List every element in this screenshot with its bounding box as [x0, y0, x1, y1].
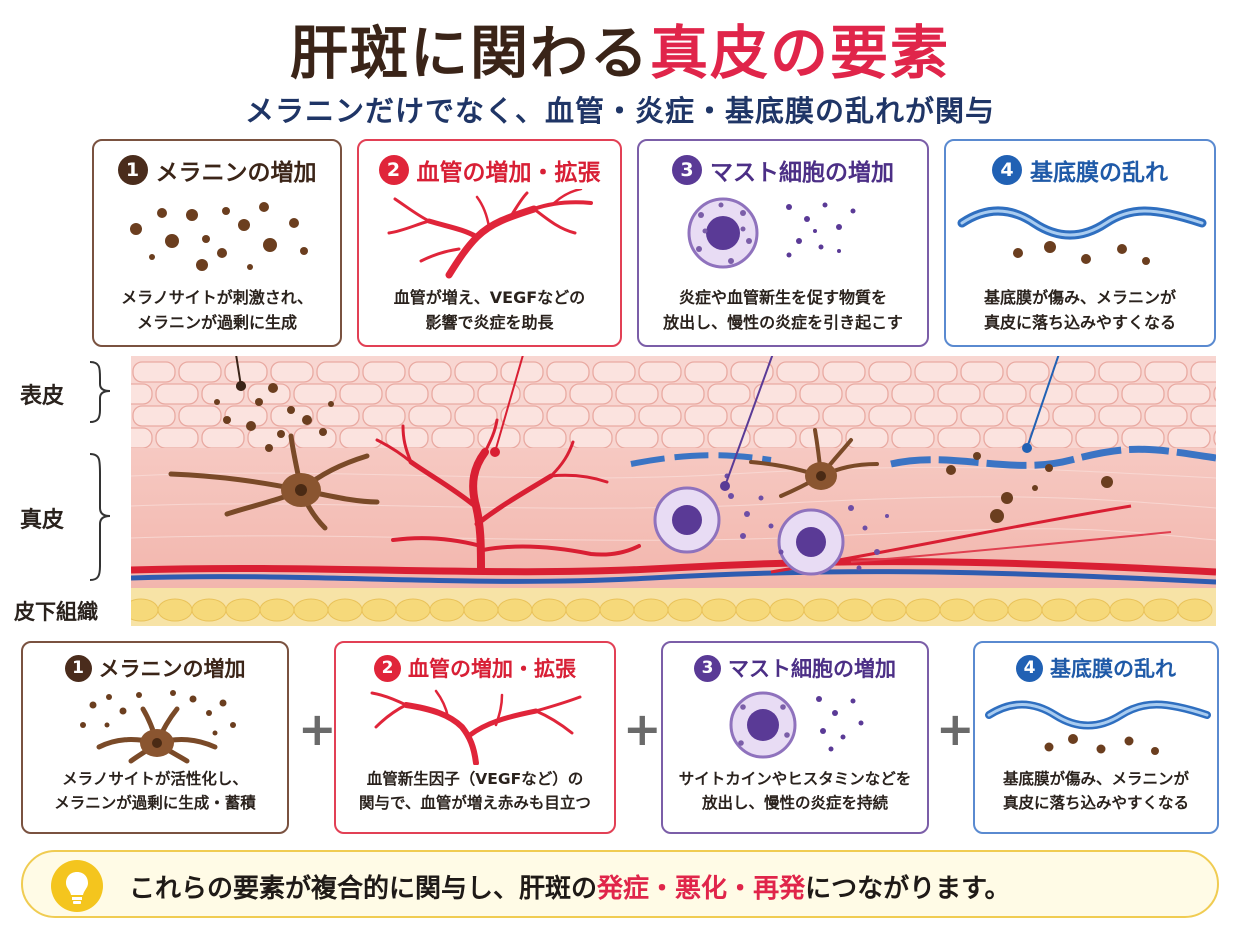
melanin-granules-icon [130, 202, 308, 271]
blood-vessel-icon [387, 189, 593, 279]
lightbulb-icon [51, 860, 103, 912]
number-badge: 1 [117, 155, 148, 185]
top-card-mast-desc: 炎症や血管新生を促す物質を放出し、慢性の炎症を引き起こす [663, 288, 903, 332]
top-card-membrane-desc: 基底膜が傷み、メラニンが真皮に落ち込みやすくなる [983, 288, 1176, 332]
mast-cell-2 [777, 508, 845, 576]
number-badge: 1 [64, 654, 92, 682]
blood-vessel-icon [370, 689, 582, 765]
melanocyte-cell [168, 433, 380, 531]
number-badge: 4 [992, 155, 1022, 185]
plus-sign: + [623, 702, 662, 756]
number-badge: 2 [374, 654, 401, 682]
title-part-red: 真皮の要素 [650, 19, 951, 87]
page-subtitle: メラニンだけでなく、血管・炎症・基底膜の乱れが関与 [244, 94, 995, 128]
title-part-dark: 肝斑に関わる [289, 19, 650, 87]
basement-membrane-icon [985, 700, 1211, 755]
summary-text: これらの要素が複合的に関与し、肝斑の発症・悪化・再発につながります。 [129, 874, 1011, 904]
bottom-card-melanin-desc: メラノサイトが活性化し、メラニンが過剰に生成・蓄積 [54, 770, 256, 812]
melanocyte-cell-right [749, 428, 879, 498]
bottom-card-vessel-desc: 血管新生因子（VEGFなど）の関与で、血管が増え赤みも目立つ [359, 770, 591, 812]
layer-label-dermis: 真皮 [20, 508, 65, 533]
layer-label-epidermis: 表皮 [20, 384, 65, 409]
basement-membrane-icon [957, 206, 1207, 265]
skin-cross-section [131, 356, 1216, 626]
layer-brackets [89, 361, 111, 581]
summary-banner: これらの要素が複合的に関与し、肝斑の発症・悪化・再発につながります。 [21, 850, 1219, 918]
page-title: 肝斑に関わる真皮の要素 [0, 6, 1240, 90]
number-badge: 4 [1016, 654, 1043, 682]
number-badge: 3 [672, 155, 702, 185]
number-badge: 3 [694, 654, 721, 682]
mast-cell-1 [653, 486, 721, 554]
layer-label-subcutis: 皮下組織 [14, 600, 98, 624]
number-badge: 2 [378, 155, 409, 185]
mast-cell-icon [729, 691, 864, 759]
deep-artery [131, 558, 1216, 576]
plus-sign: + [298, 702, 337, 756]
bottom-card-membrane-desc: 基底膜が傷み、メラニンが真皮に落ち込みやすくなる [1002, 770, 1189, 812]
bottom-card-mast-desc: サイトカインやヒスタミンなどを放出し、慢性の炎症を持続 [678, 770, 912, 812]
mast-cell-icon [687, 197, 856, 269]
top-card-melanin-desc: メラノサイトが刺激され、メラニンが過剰に生成 [121, 288, 313, 332]
plus-sign: + [936, 702, 975, 756]
top-card-vessel-desc: 血管が増え、VEGFなどの影響で炎症を助長 [393, 288, 586, 332]
melanocyte-icon [80, 690, 236, 764]
vessel-tree [375, 418, 641, 574]
deep-vein [131, 569, 1216, 585]
